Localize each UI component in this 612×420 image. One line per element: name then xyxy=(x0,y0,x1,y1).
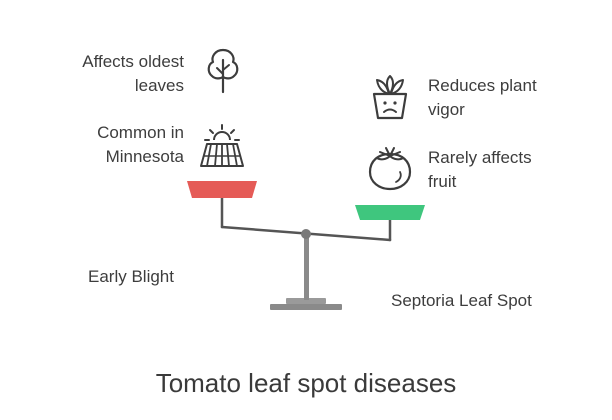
field-sun-icon xyxy=(200,124,244,167)
left-pan xyxy=(187,181,257,198)
scale-base-top xyxy=(286,298,326,304)
right-item-1-line2: vigor xyxy=(428,100,465,119)
right-item-2-line2: fruit xyxy=(428,172,457,191)
right-pan-name: Septoria Leaf Spot xyxy=(391,291,532,310)
right-item-1-label: Reduces plant vigor xyxy=(428,74,537,122)
left-item-1-line2: leaves xyxy=(134,76,184,95)
left-item-1-line1: Affects oldest xyxy=(82,52,184,71)
left-pan-name: Early Blight xyxy=(88,267,174,286)
scale-pivot xyxy=(301,229,311,239)
left-item-2-line2: Minnesota xyxy=(105,147,184,166)
left-item-1-label: Affects oldest leaves xyxy=(82,50,184,98)
scale-pole xyxy=(304,236,309,300)
left-item-2-line1: Common in xyxy=(97,123,184,142)
tree-icon xyxy=(207,48,239,94)
tomato-icon xyxy=(368,147,412,191)
diagram-title: Tomato leaf spot diseases xyxy=(155,368,457,398)
right-pan xyxy=(355,205,425,220)
left-item-2-label: Common in Minnesota xyxy=(97,121,184,169)
sad-plant-pot-icon xyxy=(372,75,408,120)
right-item-2-line1: Rarely affects xyxy=(428,148,532,167)
right-item-2-label: Rarely affects fruit xyxy=(428,146,532,194)
right-item-1-line1: Reduces plant xyxy=(428,76,537,95)
scale-base xyxy=(270,304,342,310)
